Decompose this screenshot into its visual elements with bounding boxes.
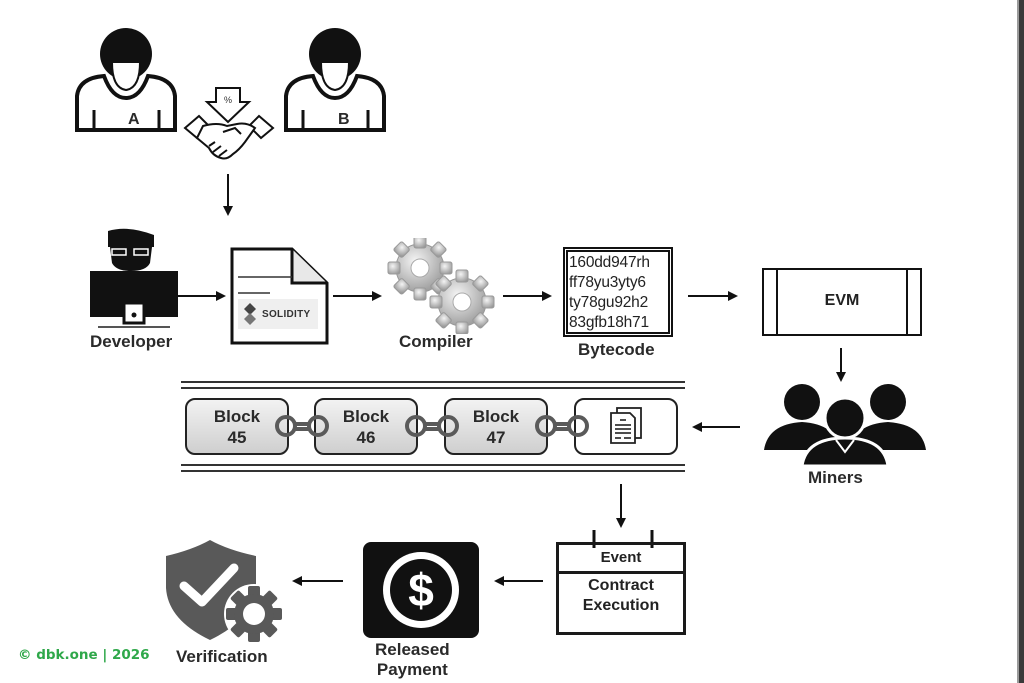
- chain-link-icon: [535, 415, 589, 437]
- party-a-label: A: [128, 111, 140, 128]
- compiler-gears-icon: [387, 238, 495, 334]
- chain-links: [275, 415, 589, 437]
- bytecode-line: ff78yu3yty6: [569, 274, 646, 291]
- party-b-person-icon: [284, 28, 386, 132]
- chain-rail-top: [181, 381, 685, 383]
- miners-group-icon: [764, 384, 926, 466]
- chain-rail-bottom: [181, 464, 685, 466]
- chain-rail-bottom-2: [181, 470, 685, 472]
- copyright-notice: © dbk.one | 2026: [18, 647, 150, 663]
- solidity-label: SOLIDITY: [262, 309, 311, 320]
- solidity-file-icon: [230, 247, 329, 345]
- chain-link-icon: [275, 415, 329, 437]
- event-header: Event: [559, 545, 683, 574]
- evm-box: EVM: [762, 268, 922, 336]
- party-a-person-icon: [75, 28, 177, 132]
- handshake-icon: %: [183, 87, 275, 160]
- developer-icon: [90, 228, 178, 328]
- compiler-label: Compiler: [399, 332, 473, 351]
- verification-shield-icon: [166, 540, 284, 644]
- right-edge-border: [1017, 0, 1024, 683]
- new-block-contract: [574, 398, 678, 455]
- bytecode-line: 160dd947rh: [569, 254, 650, 271]
- contract-execution-box: Event Contract Execution: [556, 542, 686, 635]
- bytecode-label: Bytecode: [578, 340, 655, 359]
- miners-label: Miners: [808, 468, 863, 487]
- bytecode-line: ty78gu92h2: [569, 294, 649, 311]
- event-calendar-rings: [592, 530, 654, 548]
- evm-label: EVM: [824, 292, 860, 309]
- verification-label: Verification: [176, 647, 268, 666]
- released-payment-label: Released Payment: [375, 640, 450, 679]
- chain-link-icon: [405, 415, 459, 437]
- chain-rail-top-2: [181, 387, 685, 389]
- svg-text:$: $: [408, 564, 434, 616]
- bytecode-box: 160dd947rh ff78yu3yty6 ty78gu92h2 83gfb1…: [563, 247, 673, 337]
- party-b-label: B: [338, 111, 350, 128]
- contract-execution-label: Contract Execution: [582, 577, 660, 614]
- payment-dollar-icon: $: [363, 542, 479, 638]
- bytecode-line: 83gfb18h71: [569, 314, 649, 331]
- percent-symbol: %: [224, 95, 232, 105]
- document-icon: [610, 407, 642, 444]
- developer-label: Developer: [90, 332, 173, 351]
